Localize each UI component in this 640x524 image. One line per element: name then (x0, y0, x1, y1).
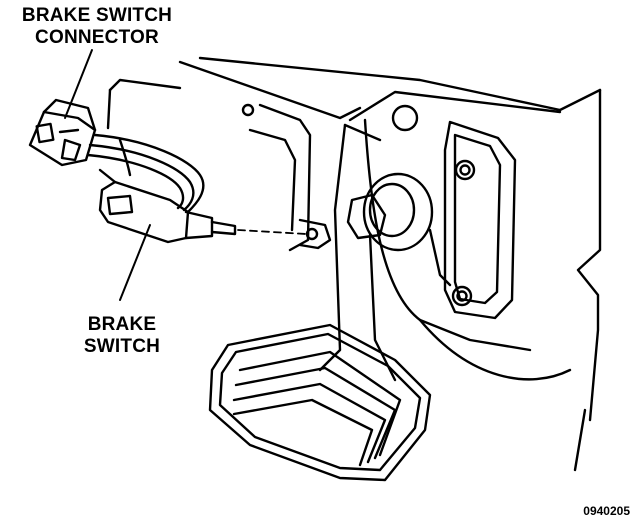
label-line: BRAKE SWITCH (21, 5, 173, 26)
brake-switch-connector (28, 98, 97, 167)
switch-leader-line (119, 224, 151, 301)
pedal-pivot (346, 172, 452, 287)
brake-switch-body (98, 180, 237, 244)
pedal-pad (208, 323, 432, 482)
firewall-panel (178, 56, 602, 472)
label-line: CONNECTOR (35, 27, 159, 48)
bracket-bolt (454, 159, 476, 181)
label-line: BRAKE (87, 314, 157, 335)
brake-switch-connector-label: BRAKE SWITCH CONNECTOR (6, 5, 188, 49)
harness-clip (106, 78, 255, 130)
wiring-harness (86, 133, 205, 214)
label-line: SWITCH (83, 336, 161, 357)
brake-switch-label: BRAKE SWITCH (72, 314, 172, 358)
connector-leader-line (64, 49, 93, 119)
figure-id: 0940205 (583, 504, 630, 518)
panel-hole (391, 104, 419, 132)
installation-guide-line (237, 229, 307, 235)
switch-bracket (248, 103, 332, 252)
bracket-bolt (451, 285, 473, 307)
mounting-bracket (443, 120, 517, 320)
